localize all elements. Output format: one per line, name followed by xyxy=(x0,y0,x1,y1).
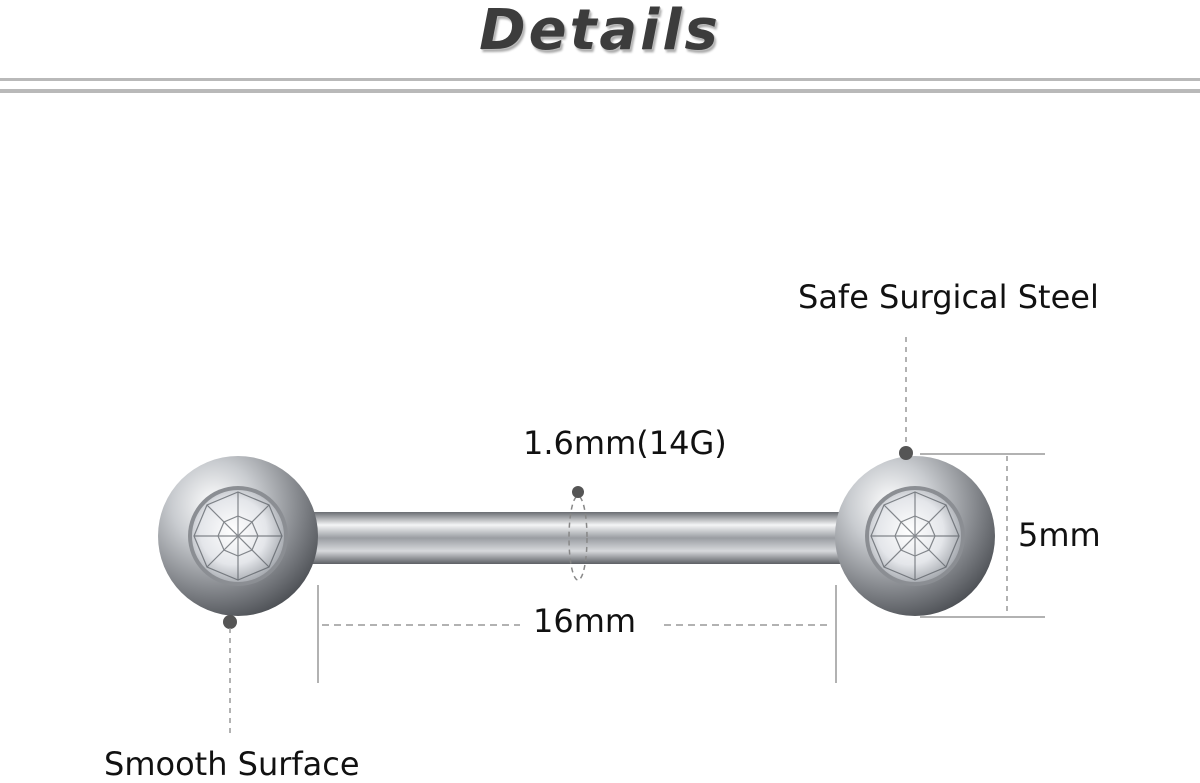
length-label: 16mm xyxy=(533,602,637,640)
material-label: Safe Surgical Steel xyxy=(798,278,1099,316)
gauge-dot xyxy=(572,486,584,498)
gauge-label: 1.6mm(14G) xyxy=(523,424,727,462)
barbell-bar xyxy=(300,512,860,564)
header-divider-top xyxy=(0,78,1200,81)
surface-dot xyxy=(223,615,237,629)
right-ball xyxy=(835,456,995,616)
gauge-ellipse-marker xyxy=(568,495,588,581)
page-title: Details xyxy=(479,0,721,63)
header-divider-bottom xyxy=(0,89,1200,93)
surface-label: Smooth Surface xyxy=(104,745,360,783)
material-dot xyxy=(899,446,913,460)
ball-size-label: 5mm xyxy=(1018,516,1101,554)
left-ball xyxy=(158,456,318,616)
